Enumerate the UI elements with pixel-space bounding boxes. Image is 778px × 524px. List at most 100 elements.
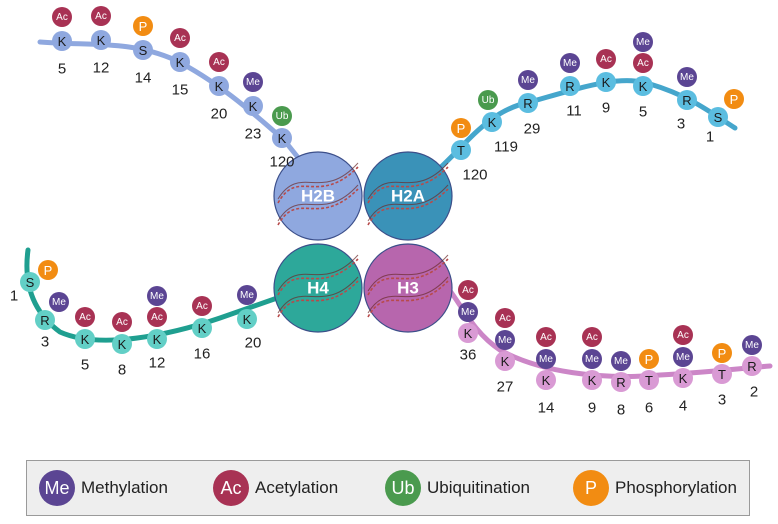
mod-label: Ac	[600, 54, 612, 65]
mod-label: P	[645, 352, 654, 367]
ac-badge-icon	[633, 53, 653, 73]
residue-node	[582, 370, 602, 390]
residue: S1P	[10, 260, 58, 305]
residue-number: 23	[245, 126, 262, 143]
ac-badge-icon	[147, 307, 167, 327]
mod-label: Me	[461, 307, 475, 318]
h3-residues: K36MeAcK27MeAcK14MeAcK9MeAcR8MeT6PK4MeAc…	[458, 280, 762, 419]
p-badge-icon	[712, 343, 732, 363]
residue-letter: K	[501, 354, 510, 369]
residue-letter: K	[488, 115, 497, 130]
ac-badge-icon	[192, 296, 212, 316]
residue-node	[243, 96, 263, 116]
mod-label: Me	[636, 37, 650, 48]
ub-badge-icon	[478, 90, 498, 110]
mod-label: Ub	[276, 111, 289, 122]
ac-badge-icon	[170, 28, 190, 48]
me-badge-icon	[611, 351, 631, 371]
residue-node	[536, 370, 556, 390]
residue-letter: R	[616, 375, 625, 390]
residue-letter: R	[682, 93, 691, 108]
residue-number: 20	[245, 335, 262, 352]
residue-number: 20	[211, 106, 228, 123]
residue-node	[237, 309, 257, 329]
dna-line	[367, 184, 449, 222]
mod-label: Me	[521, 75, 535, 86]
mod-label: Me	[246, 77, 260, 88]
legend-label: Ubiquitination	[427, 478, 531, 497]
ac-badge-icon	[536, 327, 556, 347]
dna-line	[277, 188, 359, 226]
me-badge-icon	[495, 330, 515, 350]
residue-letter: K	[118, 337, 127, 352]
h3-core: H3	[363, 243, 453, 333]
ac-badge-icon	[582, 327, 602, 347]
mod-label: Ac	[174, 33, 186, 44]
mod-label: Me	[563, 58, 577, 69]
residue-number: 3	[718, 392, 726, 409]
me-badge-icon	[560, 53, 580, 73]
residue-letter: K	[588, 373, 597, 388]
me-badge-icon	[536, 349, 556, 369]
h2a-label: H2A	[391, 187, 425, 206]
residue-letter: T	[718, 367, 726, 382]
h3-circle	[363, 243, 453, 333]
residue-letter: R	[565, 79, 574, 94]
dna-line	[277, 258, 359, 296]
residue-letter: R	[523, 96, 532, 111]
residue-letter: K	[198, 321, 207, 336]
mod-label: Ac	[95, 11, 107, 22]
ac-badge-icon	[495, 308, 515, 328]
residue-node	[712, 364, 732, 384]
mod-label: P	[457, 121, 466, 136]
ac-badge-icon	[91, 6, 111, 26]
h2a-circle	[363, 151, 453, 241]
legend-item-phosphorylation: P Phosphorylation	[573, 469, 737, 507]
residue: T3P	[712, 343, 732, 409]
residue-node	[170, 52, 190, 72]
mod-label: Ub	[482, 95, 495, 106]
residue-number: 14	[538, 400, 555, 417]
h2b-label: H2B	[301, 187, 335, 206]
residue-letter: K	[542, 373, 551, 388]
residue-letter: K	[464, 326, 473, 341]
residue-node	[633, 76, 653, 96]
residue: T6P	[639, 349, 659, 417]
residue-node	[209, 76, 229, 96]
h3-label: H3	[397, 279, 419, 298]
dna-line	[367, 276, 449, 314]
residue-number: 15	[172, 82, 189, 99]
legend-label: Methylation	[81, 478, 168, 497]
residue-number: 5	[639, 104, 647, 121]
ac-badge-icon	[112, 312, 132, 332]
mod-label: Me	[745, 340, 759, 351]
residue-letter: R	[40, 313, 49, 328]
residue-node	[482, 112, 502, 132]
residue-number: 1	[10, 288, 18, 305]
residue-letter: R	[747, 359, 756, 374]
residue-node	[75, 329, 95, 349]
residue-letter: T	[457, 143, 465, 158]
dna-strand	[367, 254, 449, 318]
residue-number: 120	[462, 167, 487, 184]
mod-label: Ac	[151, 312, 163, 323]
residue-number: 36	[460, 347, 477, 364]
residue-node	[596, 72, 616, 92]
mod-label: P	[44, 263, 53, 278]
residue-number: 2	[750, 384, 758, 401]
ac-badge-icon	[458, 280, 478, 300]
mod-label: Ac	[586, 332, 598, 343]
residue-node	[611, 372, 631, 392]
residue-number: 8	[118, 362, 126, 379]
mod-label: P	[730, 92, 739, 107]
dna-line	[367, 280, 449, 318]
